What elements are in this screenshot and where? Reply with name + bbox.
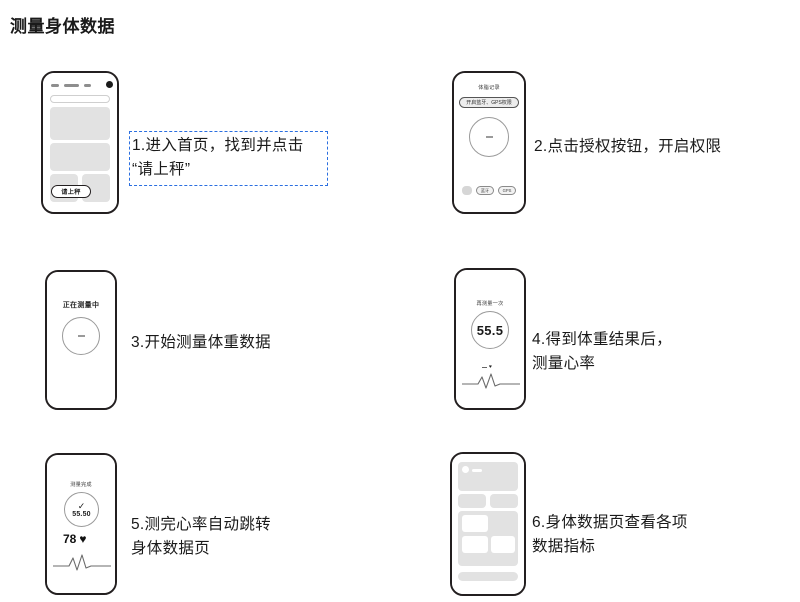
weight-value: 55.5 <box>476 322 504 338</box>
step-3-caption: 3.开始测量体重数据 <box>131 334 271 351</box>
step-2-caption: 2.点击授权按钮，开启权限 <box>534 138 722 155</box>
page-title: 测量身体数据 <box>10 17 115 36</box>
status-tab-2 <box>64 84 79 87</box>
metric-tile-1[interactable] <box>462 515 488 532</box>
heart-icon: ♥ <box>79 532 87 546</box>
auth-header-title: 体脂记录 <box>478 85 500 91</box>
bottom-action-bar[interactable] <box>458 572 518 581</box>
heart-rate-row: 78 ♥ <box>63 532 86 546</box>
avatar-icon <box>106 81 113 88</box>
weight-result-circle: 55.5 <box>471 311 509 349</box>
status-tab-3 <box>84 84 91 87</box>
phone-screen-home: 请上秤 <box>43 73 117 212</box>
metric-card-1[interactable] <box>458 494 486 508</box>
status-tab-1 <box>51 84 59 87</box>
heart-rate-value: 78 <box>63 532 77 546</box>
please-weigh-button[interactable]: 请上秤 <box>51 185 91 198</box>
phone-mockup-home-page: 请上秤 <box>41 71 119 214</box>
heart-icon: ♥ <box>489 364 492 370</box>
step-6-caption: 6.身体数据页查看各项 数据指标 <box>532 514 688 556</box>
phone-mockup-weight-result-page: 再测量一次 55.5 ♥ <box>454 268 526 410</box>
scale-circle-indicator <box>469 117 509 157</box>
complete-result-circle: ✓ 55.50 <box>64 492 99 527</box>
bluetooth-toggle-button[interactable]: 蓝牙 <box>476 186 494 195</box>
step-5-caption: 5.测完心率自动跳转 身体数据页 <box>131 516 271 558</box>
ecg-waveform <box>462 373 520 389</box>
complete-status-label: 测量完成 <box>70 482 92 488</box>
phone-screen-body-data <box>452 454 524 594</box>
card-stats[interactable] <box>50 143 110 171</box>
phone-mockup-measuring-page: 正在测量中 <box>45 270 117 410</box>
phone-screen-auth: 体脂记录 开启蓝牙、GPS权限 蓝牙 GPS <box>454 73 524 212</box>
metric-card-2[interactable] <box>490 494 518 508</box>
weight-value: 55.50 <box>72 510 91 518</box>
card-banner[interactable] <box>50 107 110 140</box>
check-icon: ✓ <box>77 500 86 511</box>
metric-tile-2[interactable] <box>462 536 488 553</box>
phone-mockup-measure-complete-page: 测量完成 ✓ 55.50 78 ♥ <box>45 453 117 595</box>
remeasure-label: 再测量一次 <box>476 301 504 307</box>
grant-permission-button[interactable]: 开启蓝牙、GPS权限 <box>459 97 519 108</box>
metric-tile-3[interactable] <box>491 536 515 553</box>
measuring-status-label: 正在测量中 <box>62 302 100 309</box>
phone-mockup-authorization-page: 体脂记录 开启蓝牙、GPS权限 蓝牙 GPS <box>452 71 526 214</box>
phone-screen-measuring: 正在测量中 <box>47 272 115 408</box>
ecg-waveform <box>53 554 111 571</box>
dash-icon <box>482 366 487 369</box>
search-input[interactable] <box>50 95 110 103</box>
gps-toggle-button[interactable]: GPS <box>498 186 516 195</box>
profile-name-line <box>472 469 482 472</box>
step-4-caption: 4.得到体重结果后， 测量心率 <box>532 331 672 373</box>
footer-square-icon[interactable] <box>462 186 472 195</box>
phone-screen-weight-result: 再测量一次 55.5 ♥ <box>456 270 524 408</box>
step-1-caption: 1.进入首页，找到并点击 “请上秤” <box>129 131 328 187</box>
phone-screen-complete: 测量完成 ✓ 55.50 78 ♥ <box>47 455 115 593</box>
avatar-icon <box>462 466 469 473</box>
heart-rate-indicator: ♥ <box>482 365 492 370</box>
measuring-circle-indicator <box>62 317 100 355</box>
phone-mockup-body-data-page <box>450 452 526 596</box>
